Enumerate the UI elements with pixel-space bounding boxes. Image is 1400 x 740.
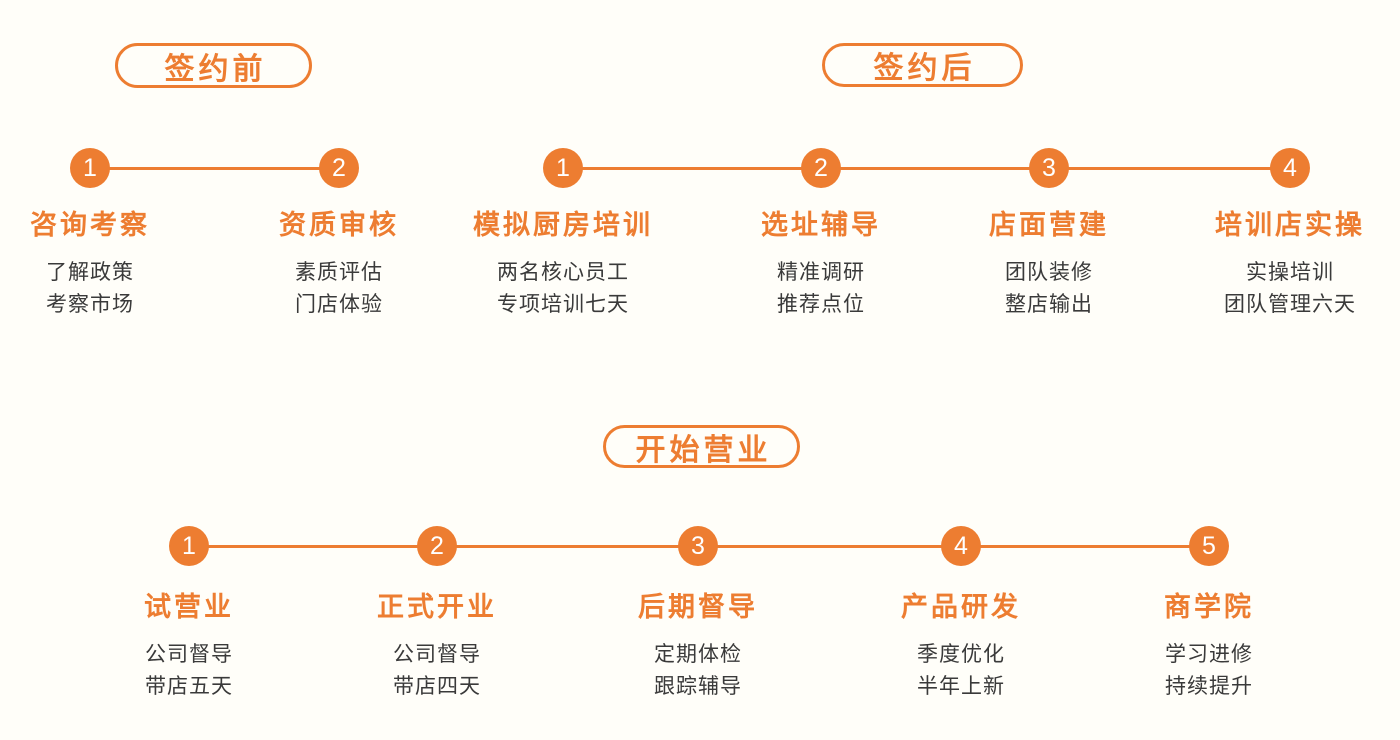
step-description-line: 整店输出 — [1005, 293, 1093, 316]
step-description-line: 两名核心员工 — [497, 261, 629, 284]
step-description-line: 推荐点位 — [777, 293, 865, 316]
step-number: 1 — [83, 154, 97, 182]
step-kitchen-training: 1 模拟厨房培训 两名核心员工 专项培训七天 — [403, 148, 723, 321]
step-description: 学习进修 持续提升 — [1049, 639, 1369, 703]
step-description-line: 季度优化 — [917, 643, 1005, 666]
step-title: 试营业 — [144, 592, 234, 622]
step-description-line: 团队管理六天 — [1224, 293, 1356, 316]
step-consult-inspect: 1 咨询考察 了解政策 考察市场 — [0, 148, 250, 321]
step-trial-operation: 1 试营业 公司督导 带店五天 — [29, 526, 349, 703]
step-title: 产品研发 — [901, 592, 1021, 622]
step-number: 5 — [1202, 532, 1216, 560]
timeline-connector-post-signing — [563, 166, 1290, 170]
step-number-circle: 4 — [941, 526, 981, 566]
step-number-circle: 1 — [70, 148, 110, 188]
step-later-supervision: 3 后期督导 定期体检 跟踪辅导 — [538, 526, 858, 703]
step-title: 培训店实操 — [1215, 210, 1365, 240]
step-number: 3 — [691, 532, 705, 560]
step-description-line: 定期体检 — [654, 643, 742, 666]
step-description-line: 考察市场 — [46, 293, 134, 316]
step-number: 4 — [954, 532, 968, 560]
step-business-school: 5 商学院 学习进修 持续提升 — [1049, 526, 1369, 703]
step-qualification-review: 2 资质审核 素质评估 门店体验 — [179, 148, 499, 321]
step-description-line: 精准调研 — [777, 261, 865, 284]
step-number: 3 — [1042, 154, 1056, 182]
step-number-circle: 3 — [1029, 148, 1069, 188]
step-description: 素质评估 门店体验 — [179, 257, 499, 321]
step-description-line: 公司督导 — [145, 643, 233, 666]
timeline-connector-pre-signing — [90, 166, 339, 170]
step-description-line: 了解政策 — [46, 261, 134, 284]
badge-post-signing-label: 签约后 — [873, 52, 976, 85]
step-description-line: 专项培训七天 — [497, 293, 629, 316]
step-description: 公司督导 带店四天 — [277, 639, 597, 703]
step-number: 2 — [814, 154, 828, 182]
step-number-circle: 2 — [319, 148, 359, 188]
step-description: 季度优化 半年上新 — [801, 639, 1121, 703]
step-title: 模拟厨房培训 — [473, 210, 653, 240]
step-store-construction: 3 店面营建 团队装修 整店输出 — [889, 148, 1209, 321]
step-number-circle: 5 — [1189, 526, 1229, 566]
step-description-line: 带店四天 — [393, 675, 481, 698]
step-description: 两名核心员工 专项培训七天 — [403, 257, 723, 321]
step-description: 定期体检 跟踪辅导 — [538, 639, 858, 703]
step-description-line: 素质评估 — [295, 261, 383, 284]
badge-pre-signing-label: 签约前 — [164, 52, 267, 86]
badge-opening-label: 开始营业 — [635, 433, 772, 467]
step-description-line: 实操培训 — [1246, 261, 1334, 284]
step-number: 2 — [332, 154, 346, 182]
step-description-line: 公司督导 — [393, 643, 481, 666]
step-number-circle: 2 — [801, 148, 841, 188]
step-title: 选址辅导 — [761, 210, 881, 240]
step-number: 2 — [430, 532, 444, 560]
step-description: 实操培训 团队管理六天 — [1130, 257, 1400, 321]
step-number: 1 — [556, 154, 570, 182]
step-site-selection: 2 选址辅导 精准调研 推荐点位 — [661, 148, 981, 321]
step-description: 公司督导 带店五天 — [29, 639, 349, 703]
step-number: 4 — [1283, 154, 1297, 182]
step-description-line: 学习进修 — [1165, 643, 1253, 666]
step-title: 资质审核 — [279, 210, 399, 240]
step-number-circle: 3 — [678, 526, 718, 566]
step-description: 了解政策 考察市场 — [0, 257, 250, 321]
badge-post-signing: 签约后 — [822, 43, 1023, 87]
step-description: 精准调研 推荐点位 — [661, 257, 981, 321]
step-number-circle: 4 — [1270, 148, 1310, 188]
step-number-circle: 1 — [543, 148, 583, 188]
step-description-line: 带店五天 — [145, 675, 233, 698]
step-title: 后期督导 — [638, 592, 758, 622]
step-title: 咨询考察 — [30, 210, 150, 240]
step-description: 团队装修 整店输出 — [889, 257, 1209, 321]
step-number-circle: 2 — [417, 526, 457, 566]
badge-pre-signing: 签约前 — [115, 43, 312, 88]
badge-opening: 开始营业 — [603, 425, 800, 468]
step-number: 1 — [182, 532, 196, 560]
step-title: 店面营建 — [989, 210, 1109, 240]
step-description-line: 门店体验 — [295, 293, 383, 316]
step-description-line: 半年上新 — [917, 675, 1005, 698]
step-number-circle: 1 — [169, 526, 209, 566]
step-title: 商学院 — [1164, 592, 1254, 622]
step-description-line: 团队装修 — [1005, 261, 1093, 284]
step-title: 正式开业 — [377, 592, 497, 622]
step-description-line: 跟踪辅导 — [654, 675, 742, 698]
step-grand-opening: 2 正式开业 公司督导 带店四天 — [277, 526, 597, 703]
step-description-line: 持续提升 — [1165, 675, 1253, 698]
step-product-rnd: 4 产品研发 季度优化 半年上新 — [801, 526, 1121, 703]
step-training-store-practice: 4 培训店实操 实操培训 团队管理六天 — [1130, 148, 1400, 321]
